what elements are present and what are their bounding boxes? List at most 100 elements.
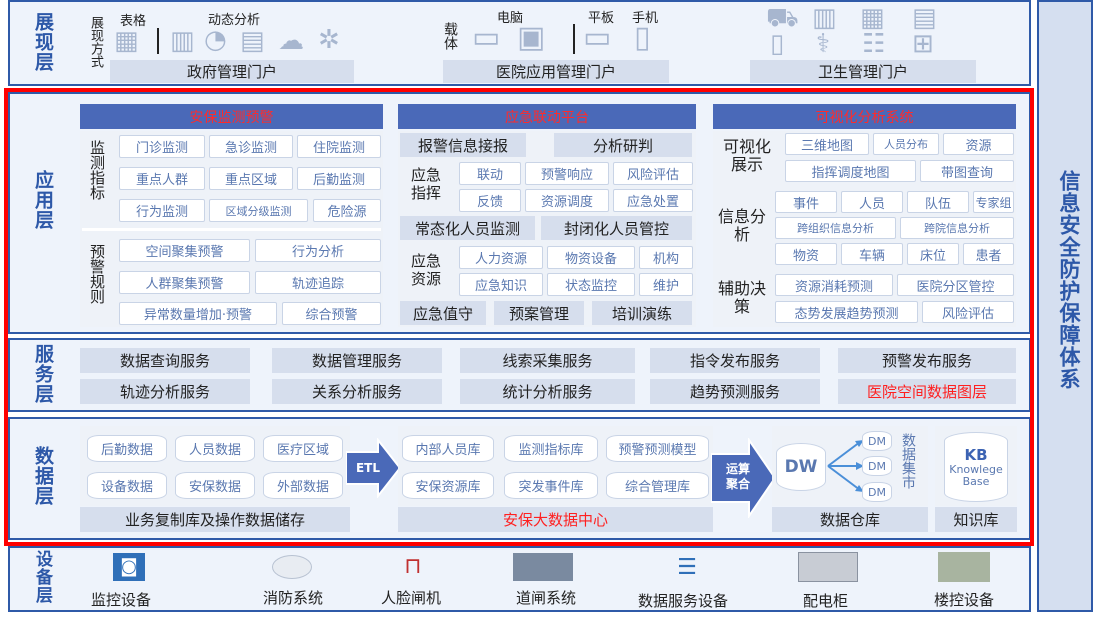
info-item[interactable]: 人员 [841,191,903,213]
people-icon: ☷ [862,29,886,59]
alarm-receive[interactable]: 报警信息接报 [400,133,526,157]
center-db[interactable]: 监测指标库 [504,435,598,462]
dw-db[interactable]: DW [776,443,826,491]
training[interactable]: 培训演练 [592,301,692,325]
highlight-frame [4,88,1034,546]
source-db[interactable]: 后勤数据 [87,435,167,462]
center-db[interactable]: 安保资源库 [402,472,494,499]
info-item[interactable]: 跨院信息分析 [900,217,1014,239]
normal-monitor[interactable]: 常态化人员监测 [400,216,535,240]
service-item[interactable]: 线索采集服务 [460,348,635,373]
res-item[interactable]: 状态监控 [547,273,635,296]
device-item[interactable]: 道闸系统 [516,589,577,607]
monitor-item[interactable]: 区域分级监测 [209,199,308,222]
monitor-item[interactable]: 重点区域 [209,167,293,190]
portal-health[interactable]: 卫生管理门户 [750,60,976,83]
service-item[interactable]: 预警发布服务 [838,348,1016,373]
aux-item[interactable]: 态势发展趋势预测 [775,301,918,323]
dm-db[interactable]: DM [862,482,892,502]
warn-item[interactable]: 人群聚集预警 [119,271,250,294]
monitor-item[interactable]: 门诊监测 [119,135,205,158]
service-item[interactable]: 轨迹分析服务 [80,379,250,404]
warn-item[interactable]: 行为分析 [255,239,381,262]
service-item[interactable]: 数据管理服务 [272,348,442,373]
monitor-item[interactable]: 危险源 [313,199,381,222]
service-item-highlight[interactable]: 医院空间数据图层 [838,379,1016,404]
res-item[interactable]: 应急知识 [459,273,543,296]
device-item[interactable]: 监控设备 [91,591,152,609]
cmd-item[interactable]: 反馈 [459,189,521,212]
aux-label: 辅助决策 [718,279,767,316]
service-item[interactable]: 数据查询服务 [80,348,250,373]
device-item[interactable]: 消防系统 [263,589,324,607]
res-item[interactable]: 物资设备 [547,246,635,269]
center-db[interactable]: 综合管理库 [606,472,709,499]
closed-control[interactable]: 封闭化人员管控 [541,216,692,240]
info-item[interactable]: 专家组 [973,191,1014,213]
source-db[interactable]: 外部数据 [263,472,343,499]
vis-item[interactable]: 指挥调度地图 [785,160,916,182]
device-item[interactable]: 楼控设备 [934,591,995,609]
service-item[interactable]: 趋势预测服务 [650,379,820,404]
res-item[interactable]: 人力资源 [459,246,543,269]
portal-government[interactable]: 政府管理门户 [110,60,354,83]
vis-item[interactable]: 带图查询 [920,160,1014,182]
source-db[interactable]: 设备数据 [87,472,167,499]
cmd-item[interactable]: 风险评估 [613,162,693,185]
cmd-item[interactable]: 预警响应 [525,162,609,185]
traffic-light-icon: ⊞ [912,29,934,59]
analysis-judge[interactable]: 分析研判 [554,133,692,157]
dm-db[interactable]: DM [862,456,892,476]
monitor-item[interactable]: 后勤监测 [297,167,381,190]
source-db[interactable]: 安保数据 [175,472,255,499]
service-item[interactable]: 指令发布服务 [650,348,820,373]
col1-header: 安保监测预警 [80,104,383,129]
aux-item[interactable]: 资源消耗预测 [775,274,893,296]
center-db[interactable]: 突发事件库 [504,472,598,499]
cmd-item[interactable]: 资源调度 [525,189,609,212]
info-item[interactable]: 队伍 [907,191,969,213]
dw-dm-arrows [827,440,864,492]
source-db[interactable]: 医疗区域 [263,435,343,462]
center-db[interactable]: 预警预测模型 [606,435,709,462]
monitor-item[interactable]: 重点人群 [119,167,205,190]
cmd-item[interactable]: 应急处置 [613,189,693,212]
device-item[interactable]: 人脸闸机 [381,589,442,607]
res-item[interactable]: 机构 [639,246,693,269]
warn-item[interactable]: 异常数量增加·预警 [119,302,277,325]
service-item[interactable]: 统计分析服务 [460,379,635,404]
layer-data: 数据层 [32,446,54,506]
barrier-gate-icon [513,553,573,581]
device-item[interactable]: 数据服务设备 [638,592,729,610]
service-item[interactable]: 关系分析服务 [272,379,442,404]
info-item[interactable]: 事件 [775,191,837,213]
info-item[interactable]: 跨组织信息分析 [775,217,896,239]
aux-item[interactable]: 风险评估 [922,301,1014,323]
cmd-item[interactable]: 联动 [459,162,521,185]
warn-item[interactable]: 空间聚集预警 [119,239,250,262]
vis-item[interactable]: 资源 [943,133,1014,155]
plan-manage[interactable]: 预案管理 [494,301,584,325]
vis-item[interactable]: 三维地图 [785,133,869,155]
monitor-item[interactable]: 急诊监测 [209,135,293,158]
center-db[interactable]: 内部人员库 [402,435,494,462]
vis-item[interactable]: 人员分布 [873,133,939,155]
duty[interactable]: 应急值守 [400,301,486,325]
warn-item[interactable]: 综合预警 [282,302,381,325]
device-item[interactable]: 配电柜 [803,592,849,610]
source-db[interactable]: 人员数据 [175,435,255,462]
warn-item[interactable]: 轨迹追踪 [255,271,381,294]
res-label: 应急资源 [410,252,441,288]
info-item[interactable]: 床位 [907,243,959,265]
info-item[interactable]: 患者 [963,243,1014,265]
monitor-item[interactable]: 住院监测 [297,135,381,158]
monitor-item[interactable]: 行为监测 [119,199,205,222]
info-item[interactable]: 车辆 [841,243,903,265]
dm-db[interactable]: DM [862,431,892,451]
aux-item[interactable]: 医院分区管控 [897,274,1014,296]
res-item[interactable]: 维护 [639,273,693,296]
portal-hospital[interactable]: 医院应用管理门户 [443,60,669,83]
layer-service: 服务层 [32,344,54,404]
kb-db[interactable]: KB Knowlege Base [944,432,1008,502]
info-item[interactable]: 物资 [775,243,837,265]
